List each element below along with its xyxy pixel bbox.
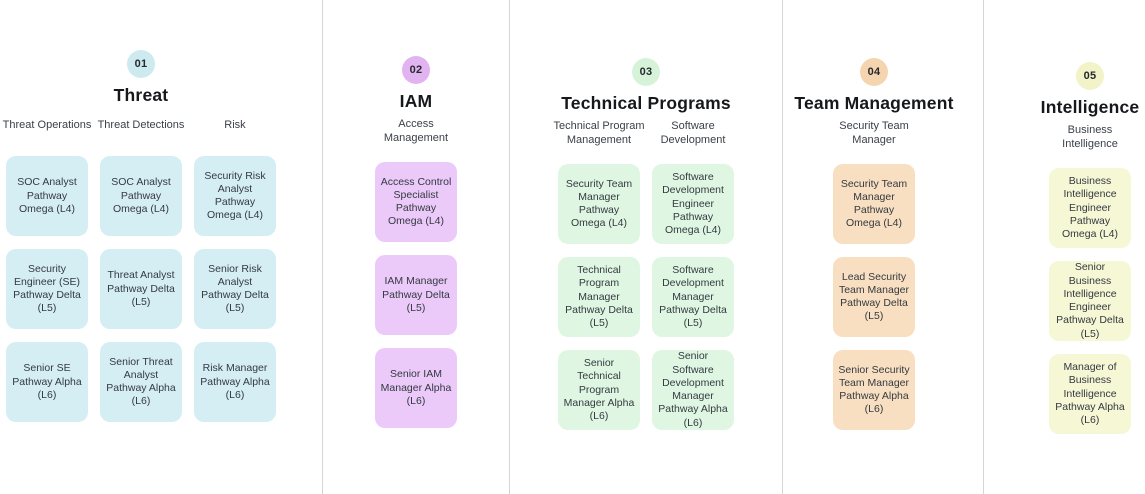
pathway-card: Senior Technical Program Manager Alpha (…: [558, 350, 640, 431]
step-number-badge: 01: [127, 50, 155, 78]
column-title: Threat: [113, 85, 169, 105]
column-title: Team Management: [794, 93, 954, 113]
pathway-card: Senior IAM Manager Alpha (L6): [375, 348, 457, 429]
column-title: Intelligence: [1040, 97, 1140, 117]
track-label: Technical Program Management: [553, 120, 645, 147]
pathway-card: Senior Security Team Manager Pathway Alp…: [833, 350, 915, 431]
pathway-card: Senior Threat Analyst Pathway Alpha (L6): [100, 342, 182, 423]
pathway-card: SOC Analyst Pathway Omega (L4): [6, 156, 88, 237]
pathway-card: Lead Security Team Manager Pathway Delta…: [833, 257, 915, 338]
pathway-card: Manager of Business Intelligence Pathway…: [1049, 354, 1131, 435]
pathway-card: Security Risk Analyst Pathway Omega (L4): [194, 156, 276, 237]
column-divider: [509, 0, 510, 494]
pathway-card: Software Development Manager Pathway Del…: [652, 257, 734, 338]
column-divider: [322, 0, 323, 494]
pathway-card: Risk Manager Pathway Alpha (L6): [194, 342, 276, 423]
column-title: IAM: [399, 91, 433, 111]
pathway-card: Software Development Engineer Pathway Om…: [652, 164, 734, 245]
step-number-badge: 02: [402, 56, 430, 84]
pathway-card: Senior Business Intelligence Engineer Pa…: [1049, 261, 1131, 342]
pathway-card: IAM Manager Pathway Delta (L5): [375, 255, 457, 336]
pathway-card: Security Engineer (SE) Pathway Delta (L5…: [6, 249, 88, 330]
pathway-card: Threat Analyst Pathway Delta (L5): [100, 249, 182, 330]
column-title: Technical Programs: [561, 93, 731, 113]
column-divider: [782, 0, 783, 494]
track-label: Threat Detections: [97, 119, 185, 132]
pathway-card: Senior Risk Analyst Pathway Delta (L5): [194, 249, 276, 330]
step-number-badge: 03: [632, 58, 660, 86]
pathway-card: Senior SE Pathway Alpha (L6): [6, 342, 88, 423]
pathway-card: SOC Analyst Pathway Omega (L4): [100, 156, 182, 237]
step-number-badge: 04: [860, 58, 888, 86]
pathway-card: Senior Software Development Manager Path…: [652, 350, 734, 431]
track-label: Threat Operations: [2, 119, 92, 132]
pathway-card: Technical Program Manager Pathway Delta …: [558, 257, 640, 338]
track-label: Software Development: [660, 120, 726, 147]
track-label: Risk: [224, 119, 246, 132]
pathway-card: Security Team Manager Pathway Omega (L4): [558, 164, 640, 245]
step-number-badge: 05: [1076, 62, 1104, 90]
track-label: Access Management: [383, 118, 449, 145]
column-divider: [983, 0, 984, 494]
pathway-card: Business Intelligence Engineer Pathway O…: [1049, 168, 1131, 249]
track-label: Security Team Manager: [839, 120, 909, 147]
track-label: Business Intelligence: [1062, 124, 1118, 151]
pathway-card: Access Control Specialist Pathway Omega …: [375, 162, 457, 243]
pathway-card: Security Team Manager Pathway Omega (L4): [833, 164, 915, 245]
